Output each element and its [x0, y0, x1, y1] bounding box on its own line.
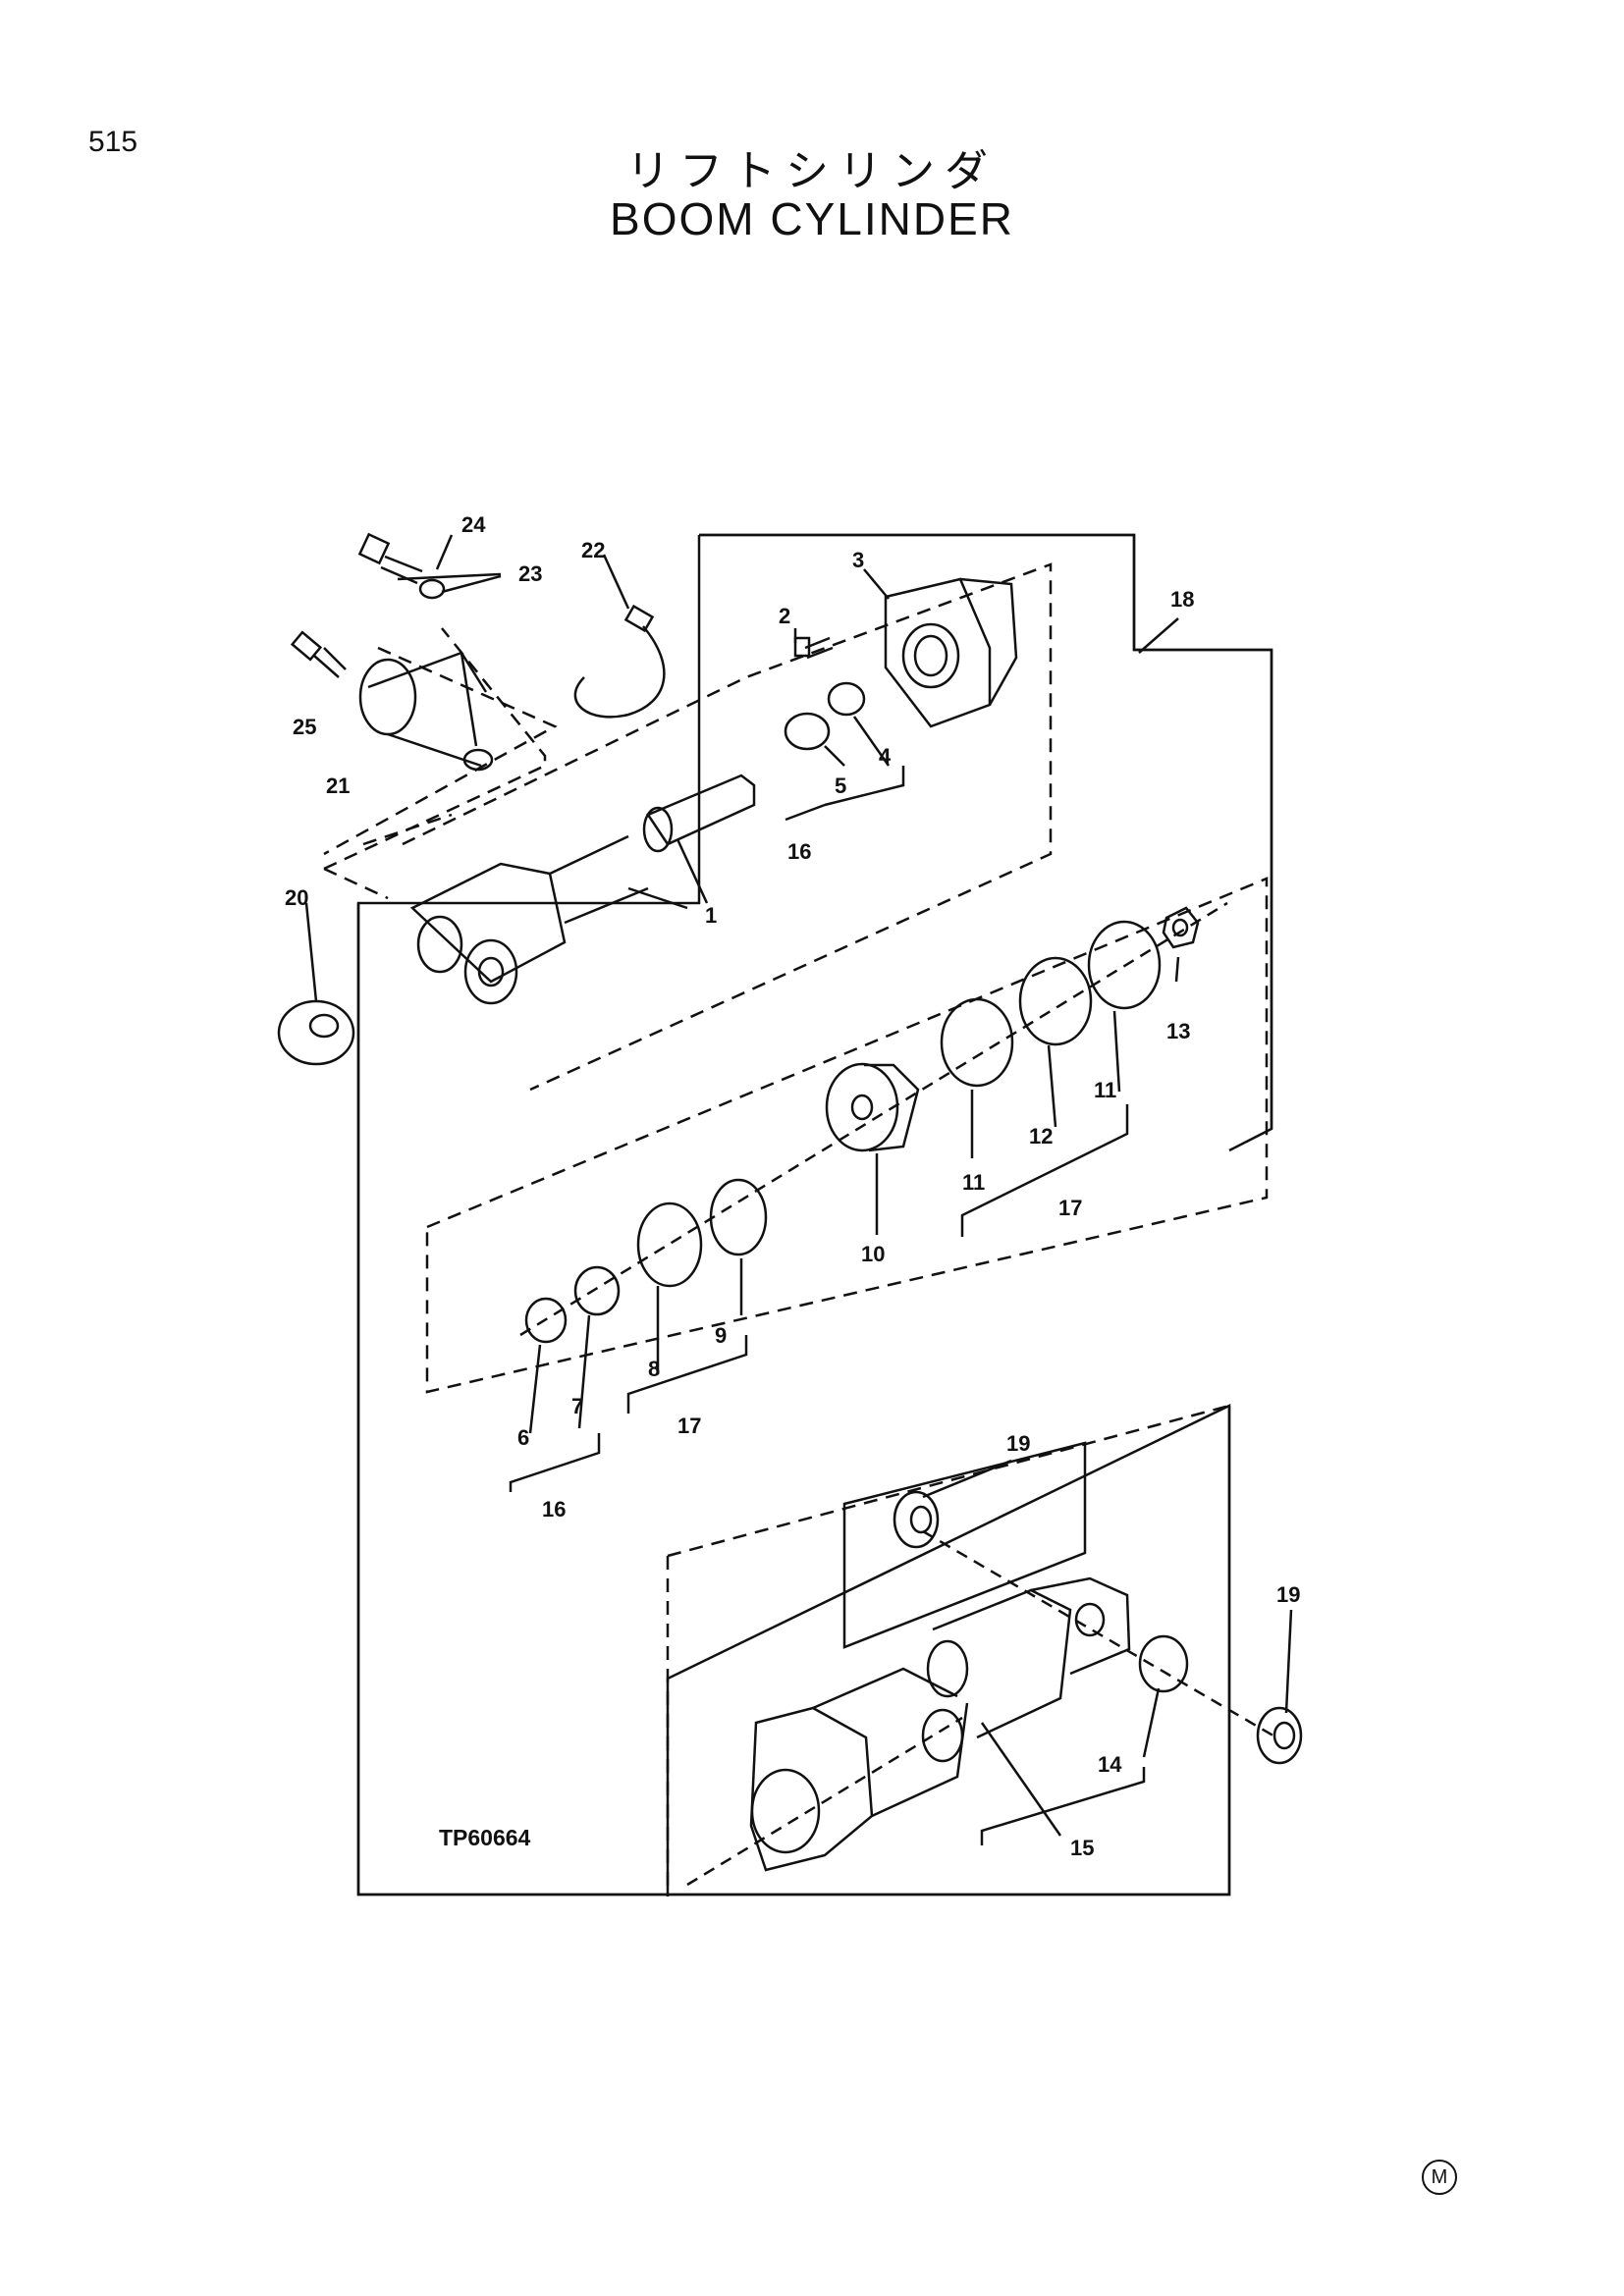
part-21-pin	[358, 651, 494, 772]
callout-23: 23	[518, 561, 542, 586]
callout-5: 5	[835, 774, 846, 798]
callout-17-lower: 17	[677, 1414, 701, 1438]
group-boundary-18	[356, 533, 1273, 1896]
callout-25: 25	[293, 715, 316, 739]
callout-22: 22	[581, 538, 605, 562]
part-5-seal	[784, 712, 831, 751]
callout-18: 18	[1170, 587, 1194, 612]
callout-7: 7	[571, 1394, 583, 1418]
part-14-bushing	[1138, 1634, 1189, 1693]
callout-9: 9	[715, 1323, 727, 1348]
part-8-ring	[636, 1201, 703, 1288]
callout-20: 20	[285, 885, 308, 910]
callout-15: 15	[1070, 1836, 1094, 1860]
part-11-wear-ring-b	[1087, 920, 1162, 1010]
part-4-seal	[827, 681, 866, 717]
part-23-washer	[418, 574, 502, 600]
callout-10: 10	[861, 1242, 885, 1266]
title-english: BOOM CYLINDER	[610, 193, 1014, 244]
part-15-cylinder-tube	[749, 1576, 1131, 1872]
page-number: 515	[88, 126, 138, 158]
callout-2: 2	[779, 604, 790, 628]
part-12-seal	[1018, 956, 1093, 1046]
callout-3: 3	[852, 548, 864, 572]
callout-16-upper: 16	[787, 839, 811, 864]
callout-16-lower: 16	[542, 1497, 566, 1522]
part-13-nut	[1162, 906, 1200, 949]
callout-21: 21	[326, 774, 350, 798]
part-10-piston	[825, 1062, 920, 1152]
part-6-bushing	[524, 1297, 568, 1344]
part-2-bolt	[793, 636, 834, 660]
title-japanese: リフトシリンダ	[626, 146, 998, 196]
part-1-piston-rod	[409, 774, 756, 1005]
callout-1: 1	[705, 903, 717, 928]
callout-19-upper: 19	[1006, 1431, 1030, 1456]
callout-11-left: 11	[962, 1170, 985, 1195]
drawing-code: TP60664	[439, 1825, 531, 1850]
part-24-bolt	[357, 532, 423, 585]
part-20-washer	[277, 999, 355, 1066]
callout-4: 4	[879, 744, 892, 769]
part-19-bushing-b	[1256, 1706, 1303, 1765]
part-7-seal	[573, 1265, 621, 1316]
callout-6: 6	[517, 1425, 529, 1450]
callout-14: 14	[1098, 1752, 1122, 1777]
part-11-wear-ring-a	[940, 997, 1014, 1088]
part-19-bushing-a	[893, 1490, 940, 1549]
part-25-grease-fitting	[290, 630, 347, 678]
trademark-mark: M	[1422, 2160, 1457, 2195]
callout-12: 12	[1029, 1124, 1053, 1148]
callout-19-right: 19	[1276, 1582, 1300, 1607]
callout-8: 8	[648, 1357, 660, 1381]
callout-11-right: 11	[1094, 1078, 1116, 1102]
part-3-cylinder-head	[884, 577, 1018, 728]
callout-24: 24	[461, 512, 486, 537]
callout-13: 13	[1166, 1019, 1190, 1043]
callout-17-upper: 17	[1058, 1196, 1082, 1220]
part-22-band	[573, 604, 666, 719]
